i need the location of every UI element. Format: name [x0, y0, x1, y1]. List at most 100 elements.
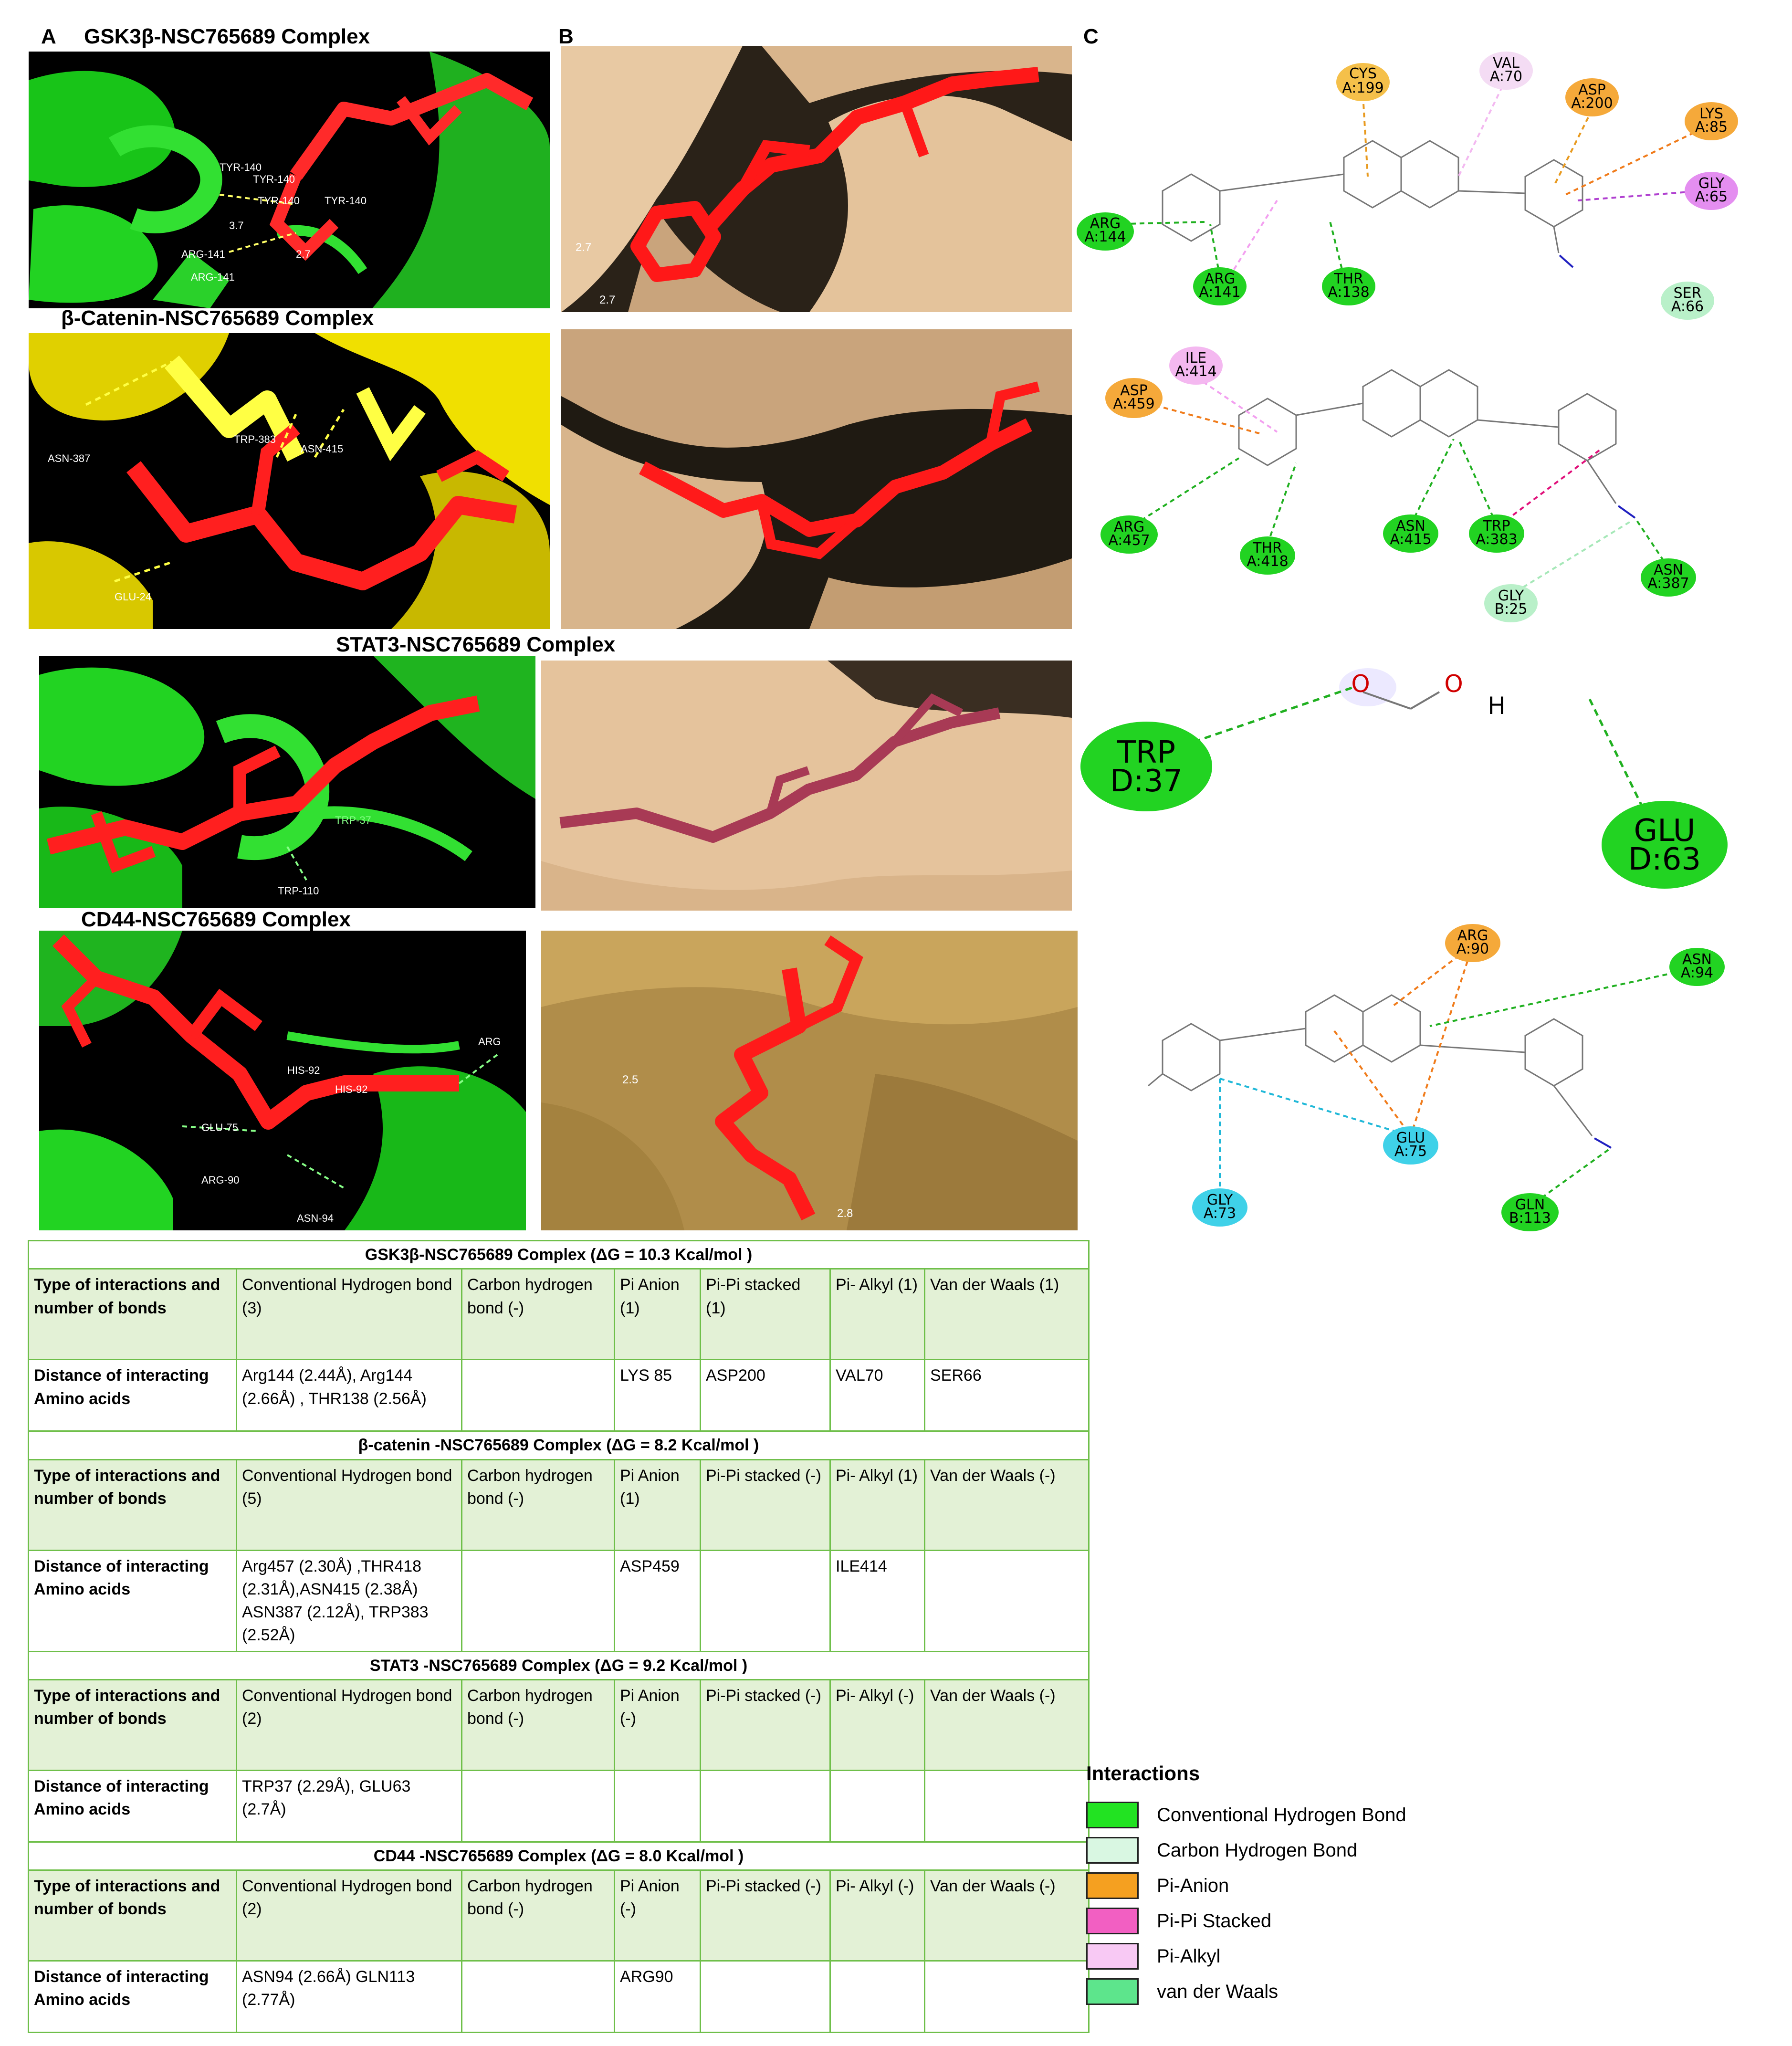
- cd44-label-3: GLU-75: [201, 1122, 238, 1133]
- gsk3b-node-ser66-1: SER: [1674, 285, 1702, 302]
- gsk3b-node-cys199-2: A:199: [1342, 80, 1383, 96]
- gsk3b-node-ser66-2: A:66: [1671, 298, 1704, 315]
- catenin-label-1: ASN-387: [48, 452, 90, 464]
- interaction-table-grid: GSK3β-NSC765689 Complex (ΔG = 10.3 Kcal/…: [27, 1239, 1090, 2034]
- catenin-label-4: GLU-24: [115, 591, 151, 603]
- section-header-cell: CD44 -NSC765689 Complex (ΔG = 8.0 Kcal/m…: [27, 1841, 1090, 1871]
- surface-cd44-dist-1: 2.5: [622, 1073, 638, 1086]
- stat3-node-glu63-2: D:63: [1628, 842, 1701, 877]
- table-cell: ASP200: [700, 1359, 831, 1432]
- panel-letter-b: B: [558, 25, 574, 48]
- gsk3b-node-cys199-1: CYS: [1349, 65, 1377, 82]
- table-cell: Arg144 (2.44Å), Arg144 (2.66Å) , THR138 …: [236, 1359, 462, 1432]
- section-header-cell: β-catenin -NSC765689 Complex (ΔG = 8.2 K…: [27, 1430, 1090, 1460]
- table-cell: [461, 1549, 615, 1652]
- table-section-header: CD44 -NSC765689 Complex (ΔG = 8.0 Kcal/m…: [27, 1841, 1090, 1871]
- table-cell: Conventional Hydrogen bond (5): [236, 1458, 462, 1551]
- table-cell: Pi Anion (-): [614, 1679, 701, 1771]
- catenin-node-ile414-1: ILE: [1185, 350, 1207, 367]
- table-cell: Conventional Hydrogen bond (3): [236, 1268, 462, 1361]
- legend-item: Pi-Alkyl: [1086, 1939, 1516, 1974]
- catenin-node-gly25-1: GLY: [1498, 588, 1524, 604]
- cd44-node-glu75-1: GLU: [1396, 1130, 1425, 1146]
- gsk3b-node-arg141-1: ARG: [1205, 271, 1236, 287]
- distance-row-label: Distance of interacting Amino acids: [28, 1769, 237, 1843]
- gsk3b-label-4: TYR-140: [325, 195, 367, 207]
- distance-row-label: Distance of interacting Amino acids: [28, 1960, 237, 2034]
- distance-row-label: Distance of interacting Amino acids: [28, 1549, 237, 1652]
- gsk3b-label-2: TYR-140: [253, 173, 295, 185]
- table-cell: Arg457 (2.30Å) ,THR418 (2.31Å),ASN415 (2…: [236, 1549, 462, 1652]
- table-cell: LYS 85: [614, 1359, 701, 1432]
- cd44-node-glu75-2: A:75: [1394, 1143, 1427, 1160]
- gsk3b-2d-diagram: CYS A:199 VAL A:70 ASP A:200 LYS A:85 GL…: [1077, 43, 1745, 329]
- type-row-label: Type of interactions and number of bonds: [28, 1268, 237, 1361]
- panel-letter-c: C: [1083, 25, 1099, 48]
- stat3-atom-o2: O: [1444, 670, 1463, 698]
- cd44-label-5: ASN-94: [297, 1212, 334, 1224]
- table-cell: [614, 1769, 701, 1843]
- cd44-node-gly73-1: GLY: [1207, 1192, 1233, 1208]
- complex-title-gsk3b: GSK3β-NSC765689 Complex: [84, 25, 370, 48]
- stat3-atom-h: H: [1488, 692, 1506, 720]
- legend-swatch: [1086, 1837, 1139, 1864]
- cd44-2d-diagram: ARG A:90 ASN A:94 GLU A:75 GLY A:73 GLN …: [1077, 916, 1745, 1241]
- interaction-table: GSK3β-NSC765689 Complex (ΔG = 10.3 Kcal/…: [27, 1239, 1090, 2034]
- gsk3b-node-asp200-1: ASP: [1578, 82, 1606, 98]
- gsk3b-node-lys85-2: A:85: [1695, 119, 1728, 136]
- gsk3b-node-asp200-2: A:200: [1571, 95, 1613, 112]
- legend-item: van der Waals: [1086, 1974, 1516, 2009]
- complex-title-catenin: β-Catenin-NSC765689 Complex: [61, 306, 374, 330]
- cd44-node-arg90-2: A:90: [1457, 941, 1489, 957]
- gsk3b-node-val70-1: VAL: [1493, 55, 1520, 72]
- table-cell: Carbon hydrogen bond (-): [461, 1268, 615, 1361]
- surface-gsk3b-dist-1: 2.7: [576, 241, 591, 254]
- legend-swatch: [1086, 1872, 1139, 1899]
- table-cell: [829, 1769, 925, 1843]
- legend-item: Pi-Pi Stacked: [1086, 1903, 1516, 1939]
- cd44-label-6: ARG: [478, 1036, 501, 1048]
- gsk3b-node-arg144-1: ARG: [1090, 215, 1121, 232]
- catenin-node-asp459-2: A:459: [1113, 396, 1154, 412]
- table-cell: SER66: [923, 1359, 1090, 1432]
- complex-title-stat3: STAT3-NSC765689 Complex: [336, 633, 616, 656]
- table-row: Type of interactions and number of bonds…: [28, 1458, 1090, 1551]
- table-cell: Pi-Pi stacked (-): [700, 1679, 831, 1771]
- table-row: Type of interactions and number of bonds…: [28, 1268, 1090, 1361]
- legend-item: Conventional Hydrogen Bond: [1086, 1797, 1516, 1833]
- gsk3b-node-thr138-1: THR: [1333, 271, 1363, 287]
- table-cell: Carbon hydrogen bond (-): [461, 1869, 615, 1962]
- gsk3b-label-8: ARG-141: [191, 271, 235, 283]
- table-cell: [700, 1960, 831, 2034]
- table-section-header: β-catenin -NSC765689 Complex (ΔG = 8.2 K…: [27, 1430, 1090, 1460]
- table-cell: Pi Anion (1): [614, 1268, 701, 1361]
- table-cell: ASP459: [614, 1549, 701, 1652]
- legend-label: Pi-Alkyl: [1157, 1945, 1221, 1967]
- gsk3b-label-3: TYR-140: [258, 195, 300, 207]
- cd44-node-gln113-2: B:113: [1509, 1210, 1551, 1227]
- table-cell: Van der Waals (-): [923, 1679, 1090, 1771]
- distance-row-label: Distance of interacting Amino acids: [28, 1359, 237, 1432]
- legend-label: Carbon Hydrogen Bond: [1157, 1839, 1358, 1861]
- table-cell: Pi- Alkyl (-): [829, 1869, 925, 1962]
- gsk3b-label-1: TYR-140: [220, 161, 262, 173]
- table-cell: VAL70: [829, 1359, 925, 1432]
- table-cell: Pi-Pi stacked (-): [700, 1458, 831, 1551]
- table-cell: ILE414: [829, 1549, 925, 1652]
- table-cell: Pi- Alkyl (1): [829, 1268, 925, 1361]
- gsk3b-ribbon-image: TYR-140 TYR-140 TYR-140 TYR-140 3.7 2.7 …: [29, 52, 550, 308]
- cd44-node-gln113-1: GLN: [1515, 1196, 1545, 1213]
- table-cell: Van der Waals (1): [923, 1268, 1090, 1361]
- gsk3b-label-7: ARG-141: [181, 248, 225, 260]
- table-cell: [461, 1359, 615, 1432]
- gsk3b-label-6: 2.7: [296, 248, 311, 260]
- gsk3b-node-arg141-2: A:141: [1199, 284, 1240, 301]
- table-cell: [461, 1960, 615, 2034]
- stat3-label-1: TRP-37: [335, 814, 371, 826]
- stat3-atom-o1: O: [1351, 670, 1370, 698]
- cd44-label-2: HIS-92: [335, 1083, 367, 1095]
- catenin-label-3: ASN-415: [301, 443, 343, 455]
- gsk3b-node-gly65-2: A:65: [1695, 189, 1728, 205]
